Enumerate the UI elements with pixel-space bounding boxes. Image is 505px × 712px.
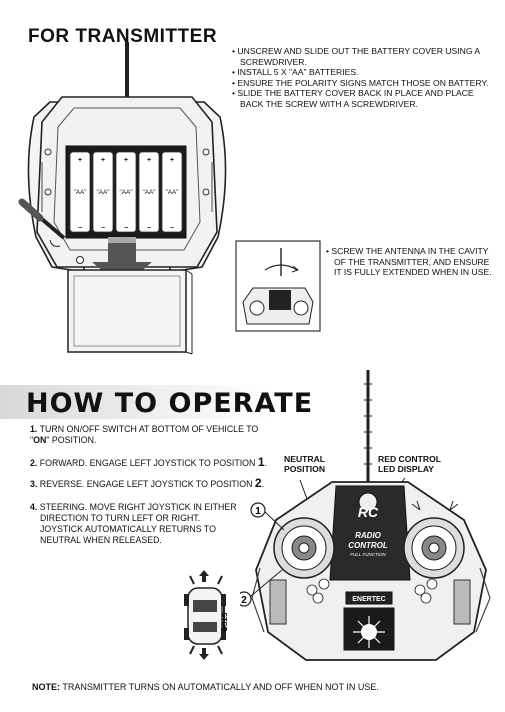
bullet-1: • UNSCREW AND SLIDE OUT THE BATTERY COVE…: [232, 46, 480, 67]
battery-label: "AA": [119, 189, 132, 196]
battery-label: "AA": [73, 189, 86, 196]
left-joystick: [273, 517, 335, 579]
bullet-2: • INSTALL 5 X "AA" BATTERIES.: [232, 67, 359, 78]
position-marker-2: 2: [241, 595, 247, 606]
polarity-mark: −: [101, 225, 105, 232]
polarity-mark: −: [170, 225, 174, 232]
step-2: 2. FORWARD. ENGAGE LEFT JOYSTICK TO POSI…: [30, 455, 267, 469]
polarity-mark: +: [147, 157, 151, 164]
step-3: 3. REVERSE. ENGAGE LEFT JOYSTICK TO POSI…: [30, 476, 265, 490]
antenna-instruction: • SCREW THE ANTENNA IN THE CAVITY OF THE…: [326, 246, 492, 278]
title-banner: [0, 385, 275, 419]
remote-controller-illustration: RC RADIO CONTROL FULL FUNCTION ENERTEC 1…: [240, 370, 491, 661]
section-title-operate: HOW TO OPERATE: [26, 388, 314, 419]
polarity-mark: +: [78, 157, 82, 164]
step-4: 4. STEERING. MOVE RIGHT JOYSTICK IN EITH…: [30, 502, 237, 545]
battery-label: "AA": [142, 189, 155, 196]
polarity-mark: +: [124, 157, 128, 164]
remote-text-control: CONTROL: [348, 541, 388, 550]
stop-label: STOP: [220, 613, 227, 632]
step-1: 1. TURN ON/OFF SWITCH AT BOTTOM OF VEHIC…: [30, 424, 259, 445]
remote-text-radio: RADIO: [355, 531, 382, 540]
label-neutral-position: NEUTRAL POSITION: [284, 454, 326, 474]
antenna-inset-illustration: [235, 240, 321, 332]
position-marker-1: 1: [255, 506, 261, 517]
right-joystick: [403, 517, 465, 579]
bullet-3: • ENSURE THE POLARITY SIGNS MATCH THOSE …: [232, 77, 489, 88]
remote-logo: RC: [358, 504, 379, 520]
polarity-mark: −: [147, 225, 151, 232]
transmitter-battery-illustration: + + + + + − − − − − "AA" "AA" "AA" "AA" …: [18, 42, 227, 355]
polarity-mark: +: [101, 157, 105, 164]
transmitter-instructions: • UNSCREW AND SLIDE OUT THE BATTERY COVE…: [232, 46, 494, 110]
polarity-mark: −: [78, 225, 82, 232]
label-red-control-led: RED CONTROL LED DISPLAY: [378, 454, 441, 474]
polarity-mark: −: [124, 225, 128, 232]
brand-label: ENERTEC: [352, 596, 385, 603]
car-direction-illustration: STOP: [184, 570, 227, 660]
remote-text-function: FULL FUNCTION: [350, 552, 386, 557]
battery-label: "AA": [96, 189, 109, 196]
section-title-transmitter: FOR TRANSMITTER: [28, 26, 218, 47]
footer-note: NOTE: TRANSMITTER TURNS ON AUTOMATICALLY…: [32, 682, 379, 692]
bullet-4: • SLIDE THE BATTERY COVER BACK IN PLACE …: [232, 88, 474, 109]
polarity-mark: +: [170, 157, 174, 164]
battery-label: "AA": [165, 189, 178, 196]
